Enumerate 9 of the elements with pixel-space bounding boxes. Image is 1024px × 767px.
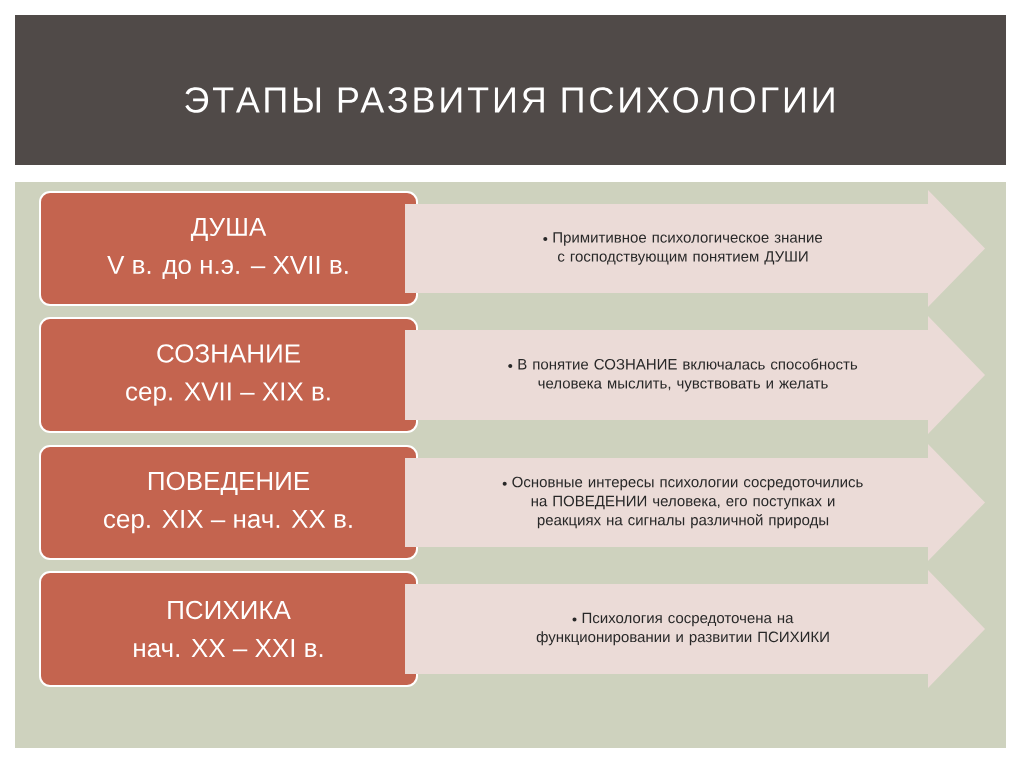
period-box: СОЗНАНИЕ сер. XVII – XIX в. [39,317,418,433]
title-banner: ЭТАПЫ РАЗВИТИЯ ПСИХОЛОГИИ [15,15,1006,165]
period-box: ПСИХИКА нач. XX – XXI в. [39,571,418,687]
arrow-banner: Примитивное психологическое знание с господствующим понятием ДУШИ [405,190,985,307]
period-box: ДУША V в. до н.э. – XVII в. [39,191,418,306]
period-box: ПОВЕДЕНИЕ сер. XIX – нач. XX в. [39,445,418,560]
arrow-banner: Основные интересы психологии сосредоточились на ПОВЕДЕНИИ человека, его поступках и реакциях на сигналы различной природы [405,444,985,561]
arrow-banner: В понятие СОЗНАНИЕ включалась способность человека мыслить, чувствовать и желать [405,316,985,434]
arrow-banner: Психология сосредоточена на функционировании и развитии ПСИХИКИ [405,570,985,688]
